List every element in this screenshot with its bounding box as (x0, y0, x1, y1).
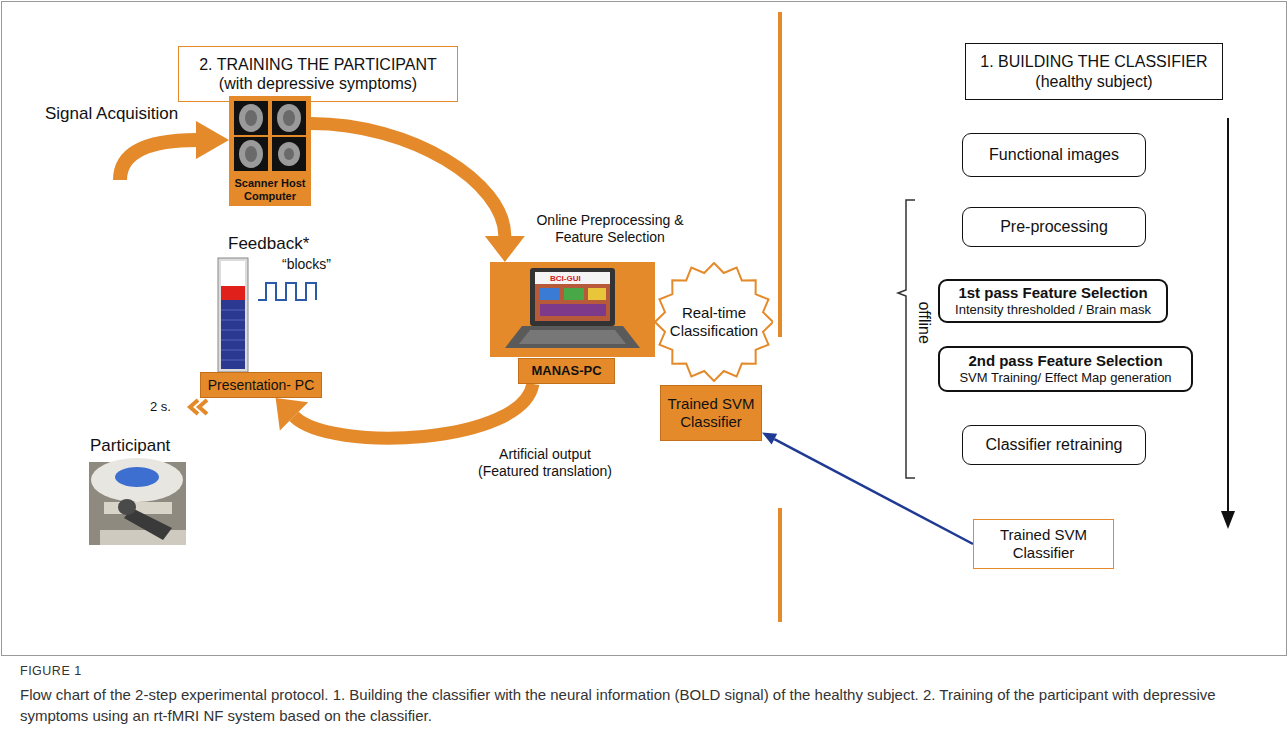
starburst: Real-time Classification (655, 262, 773, 382)
chevrons (190, 400, 207, 414)
edge-label: Artificial output (Featured translation) (470, 446, 620, 480)
connector-line (294, 384, 533, 438)
connector-line (774, 439, 973, 544)
block-waveform (258, 283, 316, 300)
annotation: “blocks” (282, 256, 331, 273)
feedback-gauge (218, 258, 248, 372)
node-title: Scanner Host Computer (229, 177, 311, 203)
node-title: Classifier retraining (986, 435, 1123, 454)
node-title: Trained SVM Classifier (667, 395, 755, 431)
label-box: Scanner Host Computer (229, 174, 311, 206)
process-arrow (1221, 118, 1235, 529)
signal-arrow (120, 121, 229, 180)
offline-bracket (898, 200, 915, 478)
annotation: Feedback* (228, 234, 309, 254)
node-title: Pre-processing (1000, 217, 1108, 236)
annotation: Participant (90, 436, 170, 456)
figure-number: FIGURE 1 (20, 664, 82, 679)
connector-line (311, 124, 505, 237)
process-box: 2nd pass Feature SelectionSVM Training/ … (938, 346, 1193, 392)
process-box: Functional images (962, 133, 1146, 177)
annotation: 2 s. (150, 399, 171, 415)
figure-frame (2, 2, 1287, 656)
node-subtitle: Intensity thresholded / Brain mask (955, 302, 1151, 318)
section-box: 2. TRAINING THE PARTICIPANT(with depress… (178, 46, 458, 102)
annotation: Signal Acquisition (45, 104, 178, 124)
node-title: 2. TRAINING THE PARTICIPANT (199, 55, 437, 74)
arrow-head (485, 236, 525, 262)
scanner-box: Scanner Host Computer (229, 96, 311, 206)
figure-caption: Flow chart of the 2-step experimental pr… (20, 684, 1275, 726)
process-box: Classifier retraining (962, 425, 1146, 465)
divider-line (778, 12, 782, 622)
flow-arrow (311, 124, 525, 263)
node-subtitle: (healthy subject) (1035, 72, 1152, 91)
classifier-box: Trained SVM Classifier (973, 519, 1114, 569)
node-title: Functional images (989, 145, 1119, 164)
screen-text: BCI-GUI (550, 274, 581, 284)
label-box: MANAS-PC (518, 358, 615, 384)
node-title: 2nd pass Feature Selection (968, 352, 1162, 370)
node-subtitle: (with depressive symptoms) (219, 74, 417, 93)
node-subtitle: SVM Training/ Effect Map generation (959, 370, 1171, 386)
section-box: 1. BUILDING THE CLASSIFIER(healthy subje… (965, 43, 1223, 100)
edge-label: Online Preprocessing & Feature Selection (535, 212, 685, 246)
node-title: Presentation- PC (208, 377, 315, 394)
annotation: offline (915, 301, 934, 343)
node-title: Trained SVM Classifier (980, 526, 1107, 562)
process-box: Pre-processing (962, 207, 1146, 247)
node-title: 1. BUILDING THE CLASSIFIER (980, 52, 1207, 71)
node-title: Real-time Classification (664, 304, 764, 340)
arrow-head (762, 433, 777, 445)
pc-box: Presentation- PC (200, 372, 322, 398)
scanner-image (229, 96, 311, 206)
classifier-box: Trained SVM Classifier (660, 385, 762, 441)
node-title: 1st pass Feature Selection (958, 284, 1147, 302)
node-title: MANAS-PC (531, 363, 601, 379)
arrow-head (276, 398, 309, 431)
transfer-arrow (762, 433, 973, 544)
participant-photo (89, 458, 186, 545)
process-box: 1st pass Feature SelectionIntensity thre… (938, 279, 1168, 323)
